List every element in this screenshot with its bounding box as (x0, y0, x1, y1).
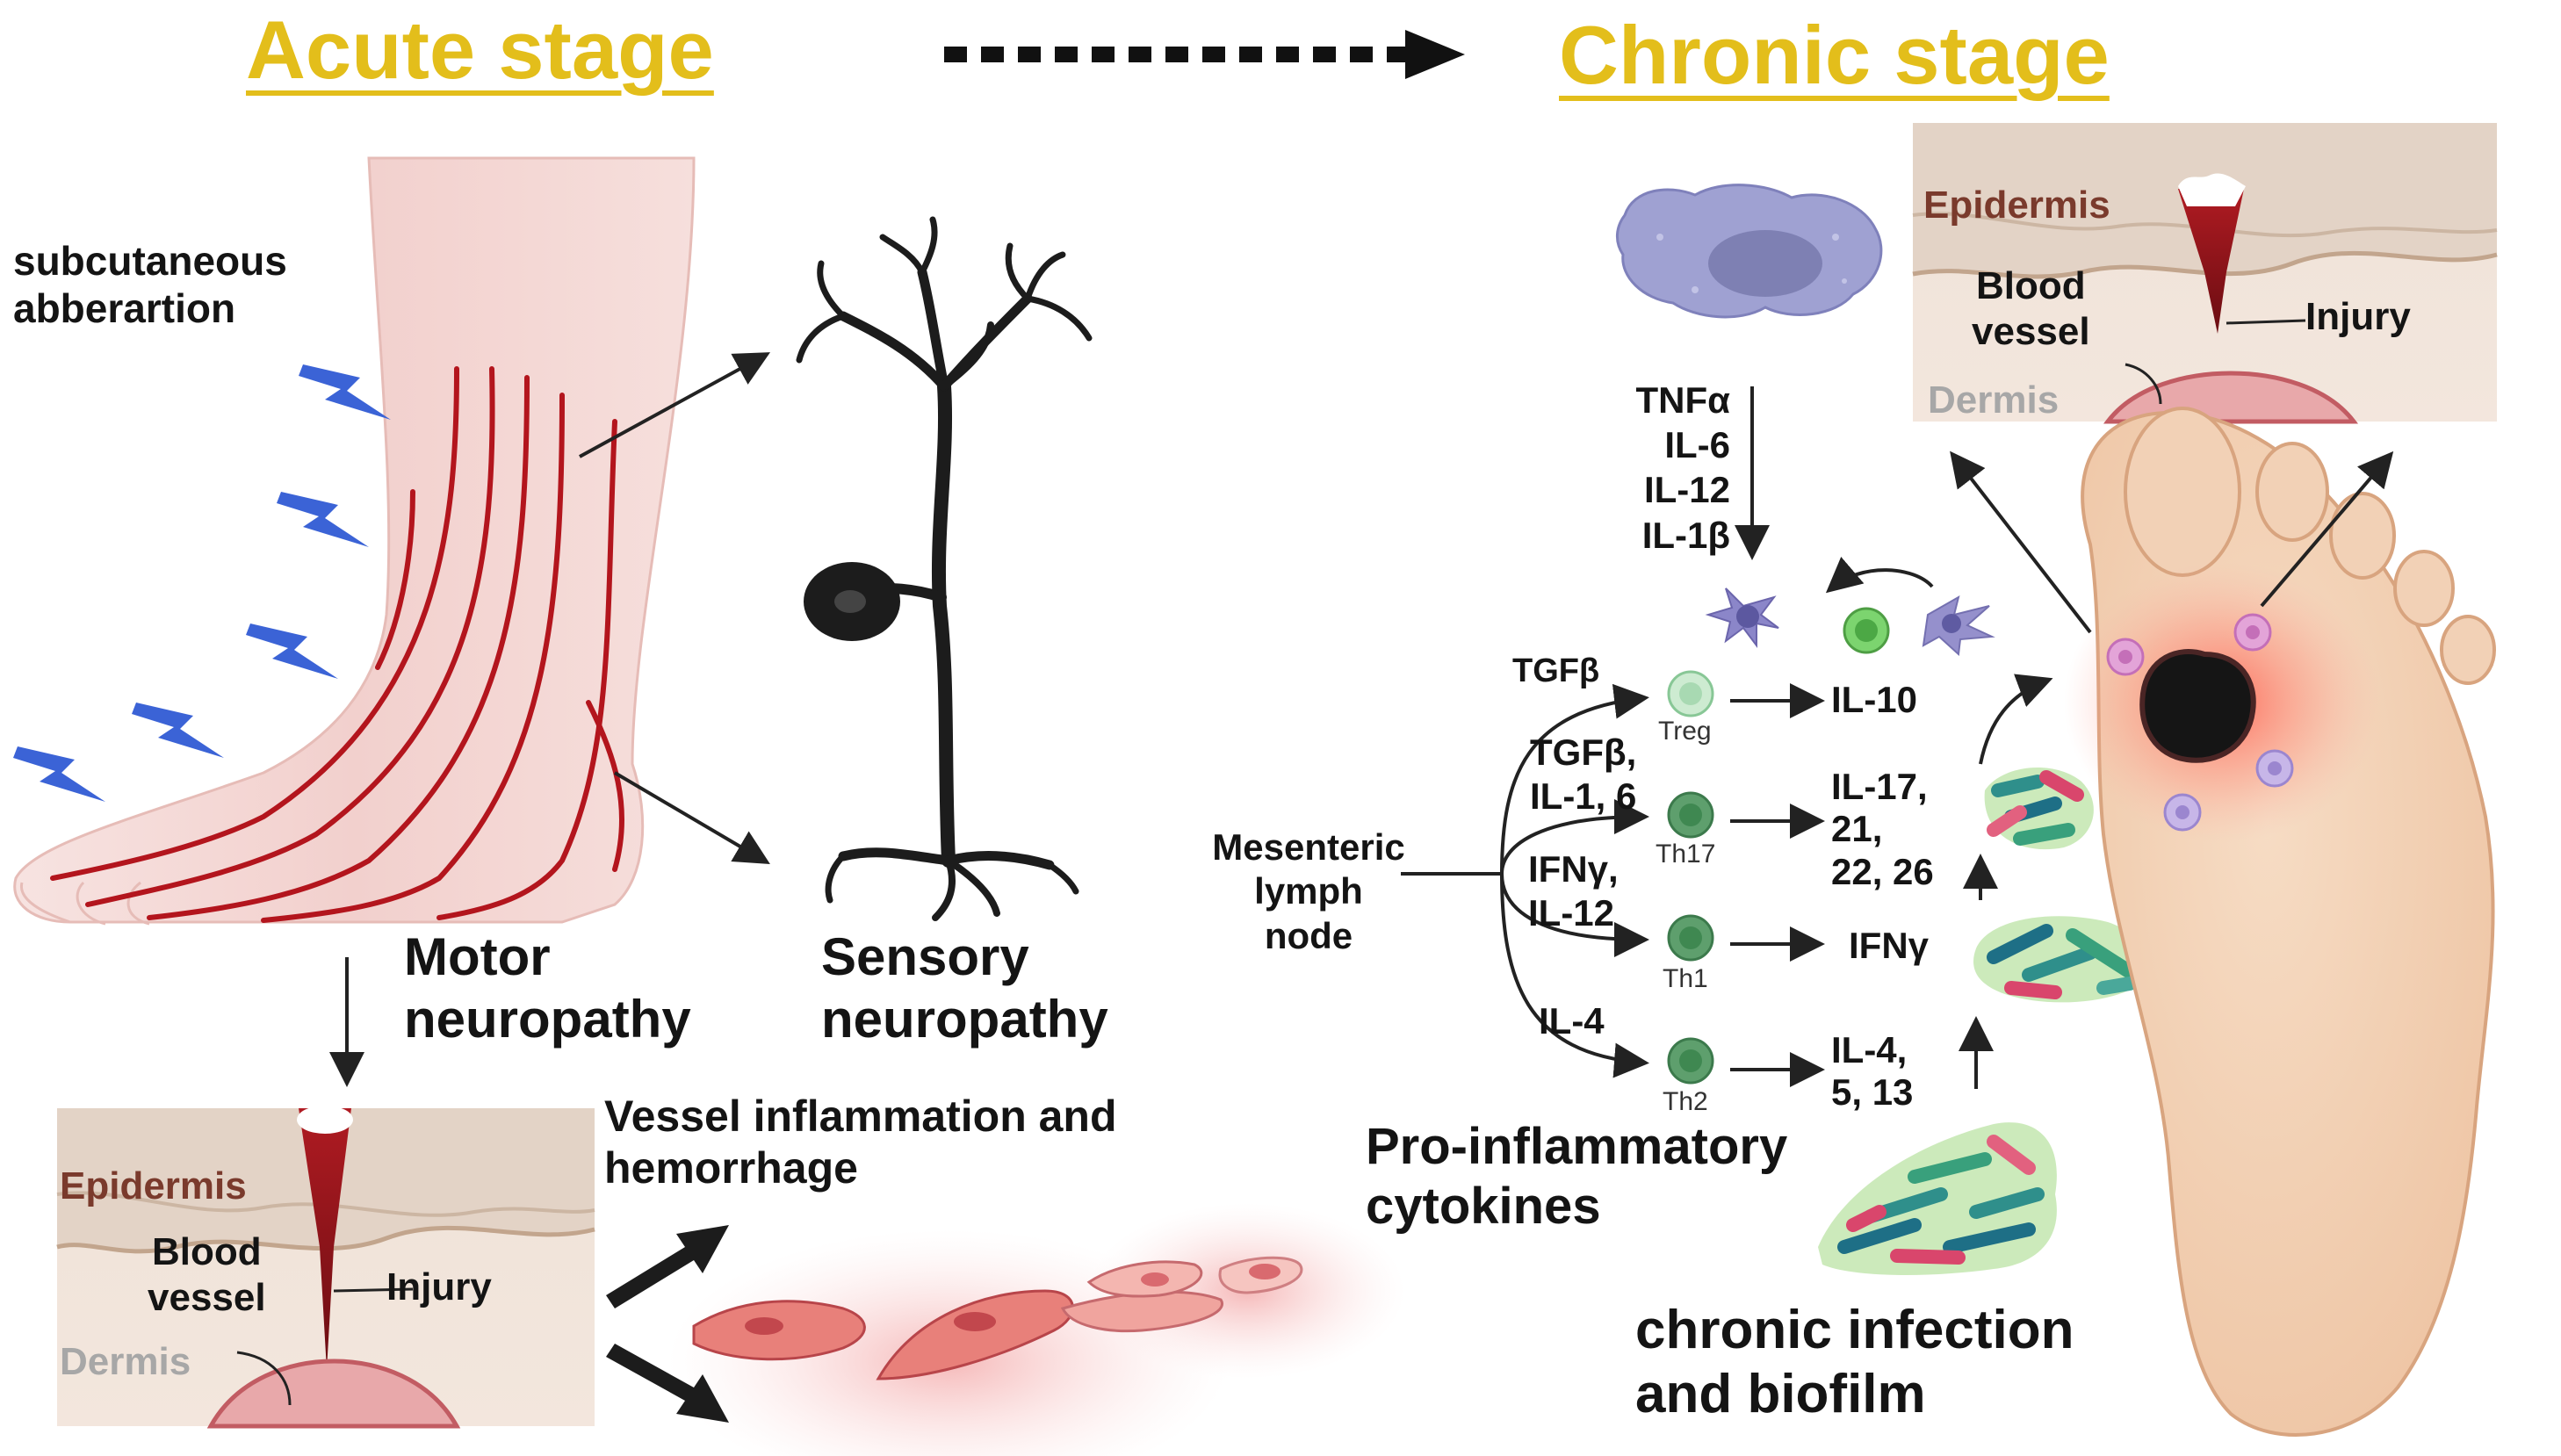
cytokine-il6: IL-6 (1664, 424, 1730, 466)
arrow-foot-to-skin-right (2260, 450, 2394, 608)
biofilm-cluster-bottom (1818, 1122, 2057, 1275)
subcutaneous-label: subcutaneous abberartion (13, 237, 287, 333)
infection-line2: and biofilm (1635, 1364, 1926, 1425)
pro-inflammatory-line2: cytokines (1366, 1178, 1601, 1236)
vessel-inflammation-label: Vessel inflammation and hemorrhage (604, 1091, 1117, 1194)
t-cell-th2 (1667, 1037, 1714, 1085)
chronic-blood-label-line2: vessel (1972, 309, 2090, 353)
chronic-injury-label: Injury (2305, 295, 2411, 338)
acute-epidermis-label: Epidermis (60, 1164, 247, 1207)
skin-label-leaders (236, 319, 2306, 1406)
macrophage-cytokines: TNFα IL-6 IL-12 IL-1β (1581, 378, 1730, 558)
biofilm-arrows (1959, 674, 2053, 1089)
t-cell-th17 (1667, 791, 1714, 839)
acute-blood-label-line1: Blood (151, 1230, 262, 1273)
th17-cell-label: Th17 (1656, 840, 1716, 869)
lightning-icon (13, 364, 391, 802)
th1-input-line2: IL-12 (1528, 891, 1615, 933)
leg-illustration (13, 156, 696, 926)
pro-inflammatory-line1: Pro-inflammatory (1366, 1118, 1788, 1175)
acute-stage-title: Acute stage (246, 4, 714, 96)
th17-input-line1: TGFβ, (1530, 732, 1637, 773)
th2-output-line2: 5, 13 (1831, 1071, 1914, 1114)
chronic-skin-section (1912, 123, 2498, 424)
th2-output-label: IL-4, 5, 13 (1831, 1029, 1913, 1114)
lymph-label-line1: Mesenteric (1212, 826, 1405, 868)
th17-input-label: TGFβ, IL-1, 6 (1530, 731, 1636, 818)
th2-input-label: IL-4 (1539, 1000, 1605, 1042)
th17-output-line3: 22, 26 (1831, 850, 1934, 892)
biofilm-cluster-top (1984, 767, 2094, 850)
arrow-foot-to-skin-left (1950, 450, 2092, 634)
chronic-infection-label: chronic infection and biofilm (1635, 1298, 2074, 1426)
t-cell-th1 (1667, 914, 1714, 962)
macrophage-cell (1616, 184, 1883, 319)
th1-input-line1: IFNγ, (1528, 848, 1619, 890)
t-cell-output-arrows (1730, 683, 1825, 1087)
arrow-leg-to-neuron-top (579, 352, 771, 458)
neuron-illustration (796, 216, 1093, 921)
arrow-leg-to-neuron-bottom (613, 771, 770, 865)
th17-input-line2: IL-1, 6 (1530, 775, 1637, 817)
acute-blood-label-line2: vessel (148, 1275, 266, 1319)
treg-cell-label: Treg (1658, 717, 1712, 746)
chronic-blood-vessel-label: Blood vessel (1972, 263, 2090, 355)
mesenteric-lymph-node-label: Mesenteric lymph node (1181, 825, 1436, 958)
th17-output-line1: IL-17, (1831, 766, 1928, 807)
th17-output-line2: 21, (1831, 808, 1883, 850)
biofilm-cluster-middle (1973, 916, 2148, 1003)
acute-skin-section (56, 1106, 595, 1429)
motor-label-line1: Motor (404, 927, 551, 986)
acute-injury-label: Injury (386, 1265, 492, 1308)
chronic-blood-label-line1: Blood (1975, 264, 2086, 307)
neuron-cell-body (804, 562, 900, 641)
inflammation-arrows (606, 1225, 729, 1423)
acute-blood-vessel-label: Blood vessel (148, 1229, 266, 1321)
sensory-label-line2: neuropathy (821, 989, 1108, 1049)
th17-output-label: IL-17, 21, 22, 26 (1831, 766, 1934, 893)
inflamed-vessel-illustration (667, 1203, 1405, 1456)
t-cell-treg (1667, 670, 1714, 717)
th1-input-label: IFNγ, IL-12 (1528, 847, 1619, 934)
motor-neuropathy-label: Motor neuropathy (404, 926, 691, 1051)
cytokine-tnfa: TNFα (1635, 379, 1730, 421)
chronic-dermis-label: Dermis (1928, 378, 2060, 422)
th1-output-label: IFNγ (1849, 925, 1930, 966)
nerve-lines (50, 366, 625, 923)
foot-illustration (2064, 407, 2496, 1437)
lymph-node-branches (1401, 683, 1649, 1078)
treg-input-label: TGFβ (1512, 652, 1600, 689)
th2-cell-label: Th2 (1663, 1087, 1708, 1116)
vessel-label-line2: hemorrhage (604, 1143, 858, 1193)
th2-output-line1: IL-4, (1831, 1029, 1908, 1070)
chronic-epidermis-label: Epidermis (1923, 184, 2110, 227)
cytokine-il12: IL-12 (1643, 469, 1730, 511)
treg-output-label: IL-10 (1831, 679, 1918, 720)
pro-inflammatory-label: Pro-inflammatory cytokines (1366, 1117, 1787, 1237)
sensory-label-line1: Sensory (821, 927, 1029, 986)
lymph-label-line3: node (1264, 914, 1353, 956)
lymph-label-line2: lymph (1254, 870, 1363, 912)
cytokine-il1b: IL-1β (1641, 514, 1730, 556)
motor-label-line2: neuropathy (404, 989, 691, 1049)
stage-transition-arrow (944, 30, 1465, 79)
chronic-stage-title: Chronic stage (1559, 9, 2110, 101)
subcutaneous-label-line1: subcutaneous (13, 238, 287, 284)
subcutaneous-label-line2: abberartion (13, 285, 236, 332)
vessel-label-line1: Vessel inflammation and (604, 1092, 1117, 1141)
acute-dermis-label: Dermis (60, 1340, 191, 1383)
immune-cells-cluster (1705, 557, 1995, 657)
infection-line1: chronic infection (1635, 1300, 2074, 1360)
th1-cell-label: Th1 (1663, 964, 1708, 993)
immune-cells-wound (2106, 613, 2294, 832)
sensory-neuropathy-label: Sensory neuropathy (821, 926, 1108, 1051)
